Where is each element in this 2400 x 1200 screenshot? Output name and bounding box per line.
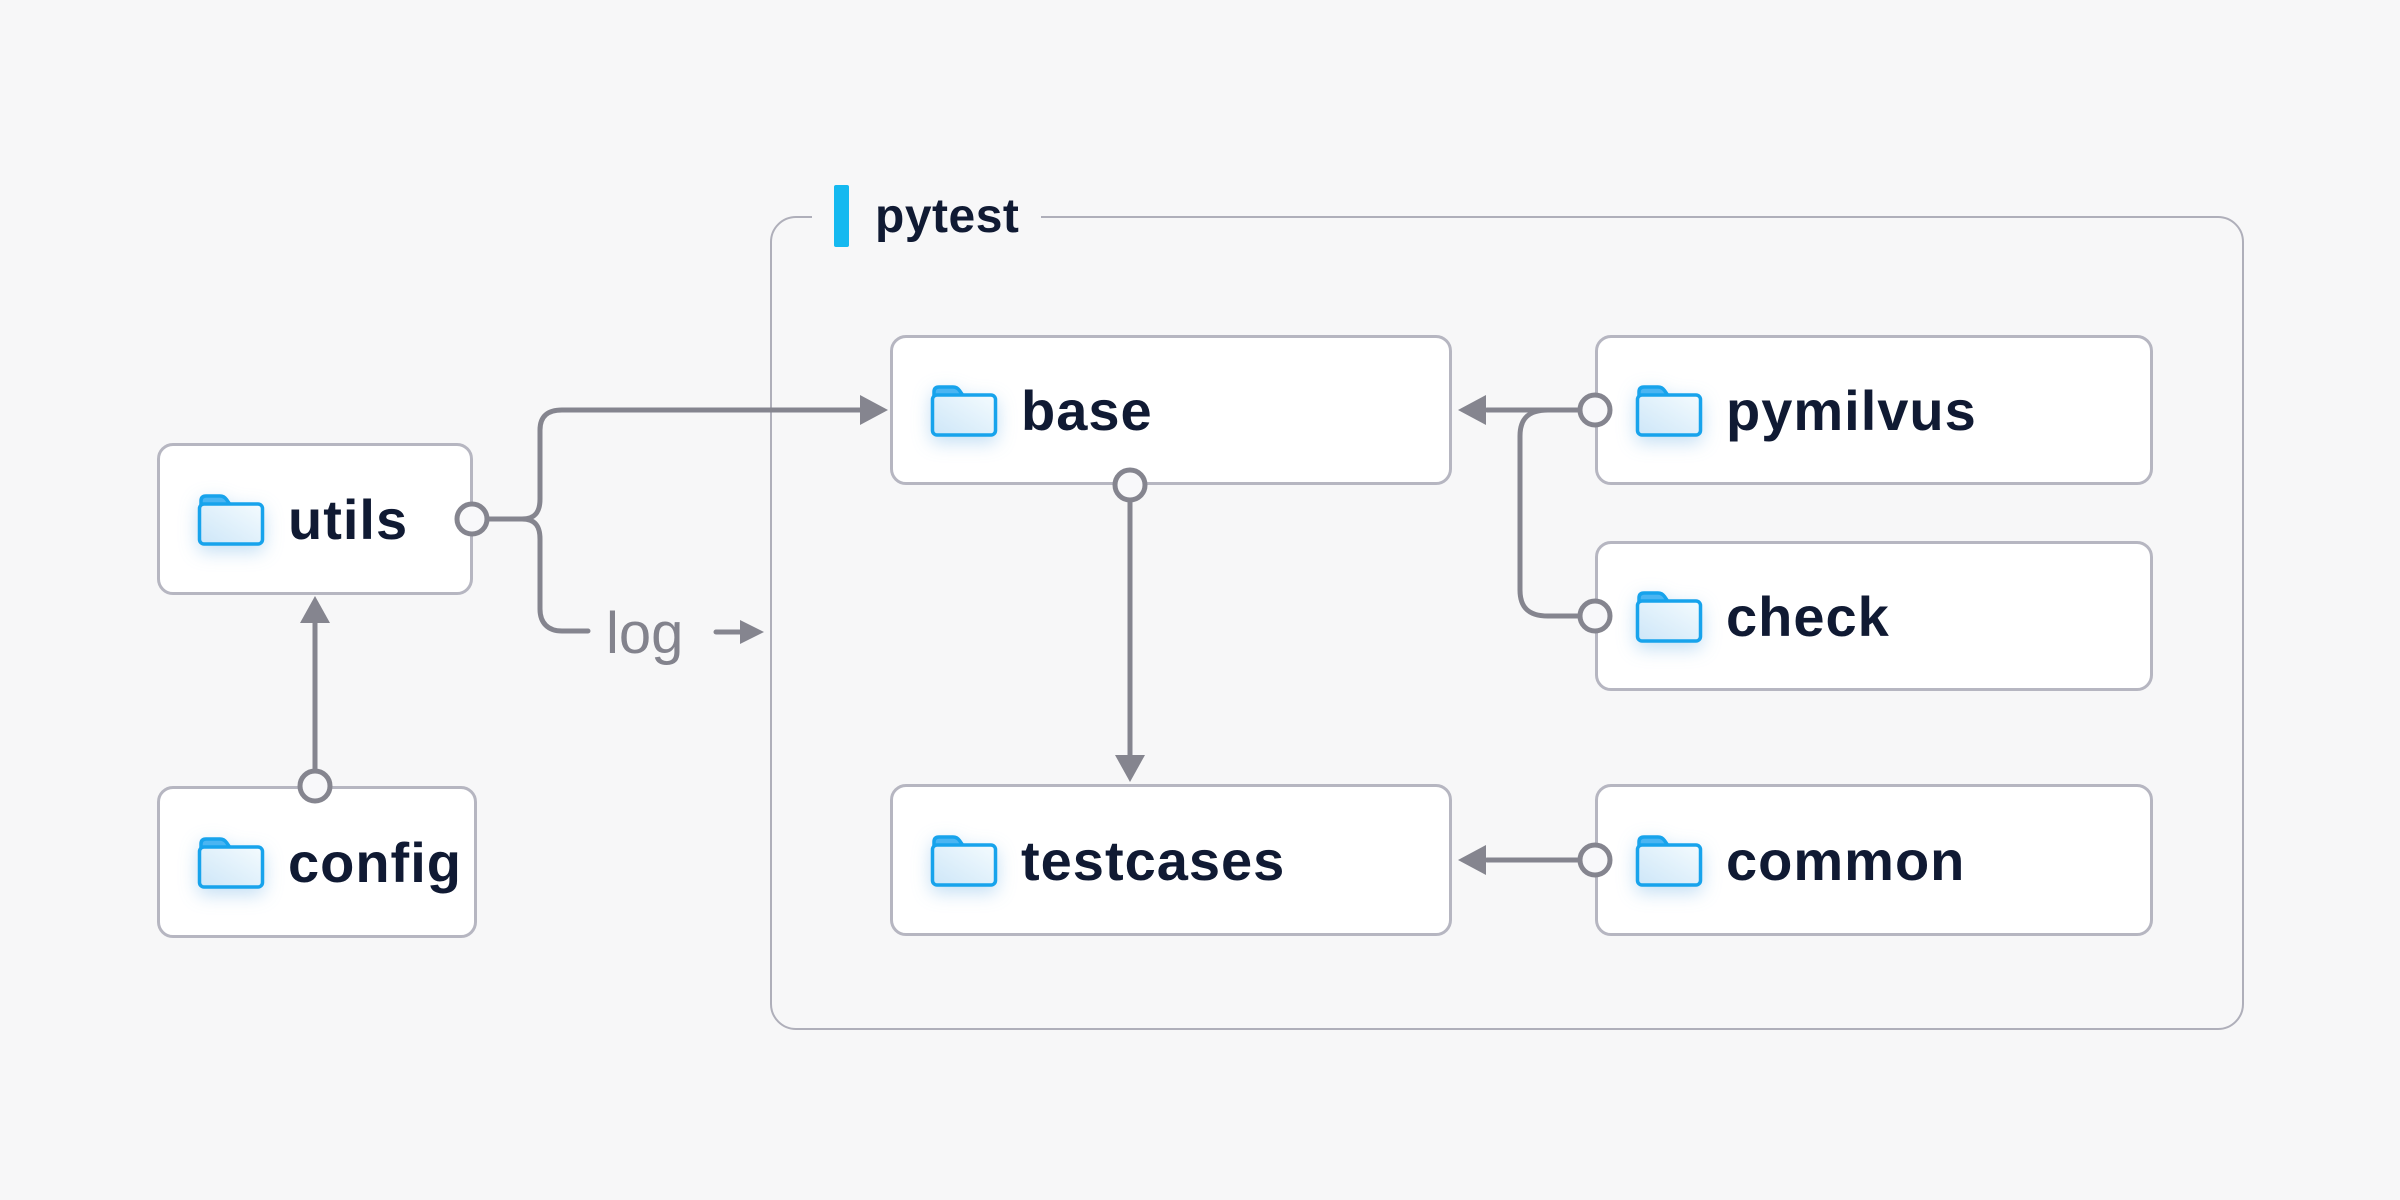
pytest-group-label: pytest — [812, 182, 1042, 250]
node-testcases: testcases — [890, 784, 1452, 936]
node-config: config — [157, 786, 477, 938]
group-title: pytest — [875, 189, 1020, 243]
arrowhead-config-to-utils — [300, 596, 330, 623]
log-edge-label: log — [606, 601, 684, 666]
node-label: pymilvus — [1726, 378, 1977, 442]
node-label: config — [288, 830, 462, 894]
node-pymilvus: pymilvus — [1595, 335, 2153, 485]
folder-icon — [197, 494, 265, 546]
node-utils: utils — [157, 443, 473, 595]
edge-utils-to-log — [519, 516, 591, 634]
folder-icon — [197, 837, 265, 889]
node-check: check — [1595, 541, 2153, 691]
arrowhead-log — [740, 620, 764, 644]
accent-bar — [834, 185, 849, 247]
folder-icon — [930, 835, 998, 887]
folder-icon — [1635, 835, 1703, 887]
node-label: utils — [288, 487, 409, 551]
folder-icon — [930, 385, 998, 437]
node-label: check — [1726, 584, 1890, 648]
folder-icon — [1635, 591, 1703, 643]
node-label: common — [1726, 828, 1966, 892]
pytest-group — [770, 216, 2244, 1030]
node-label: base — [1021, 378, 1153, 442]
folder-icon — [1635, 385, 1703, 437]
node-base: base — [890, 335, 1452, 485]
node-common: common — [1595, 784, 2153, 936]
node-label: testcases — [1021, 828, 1286, 892]
